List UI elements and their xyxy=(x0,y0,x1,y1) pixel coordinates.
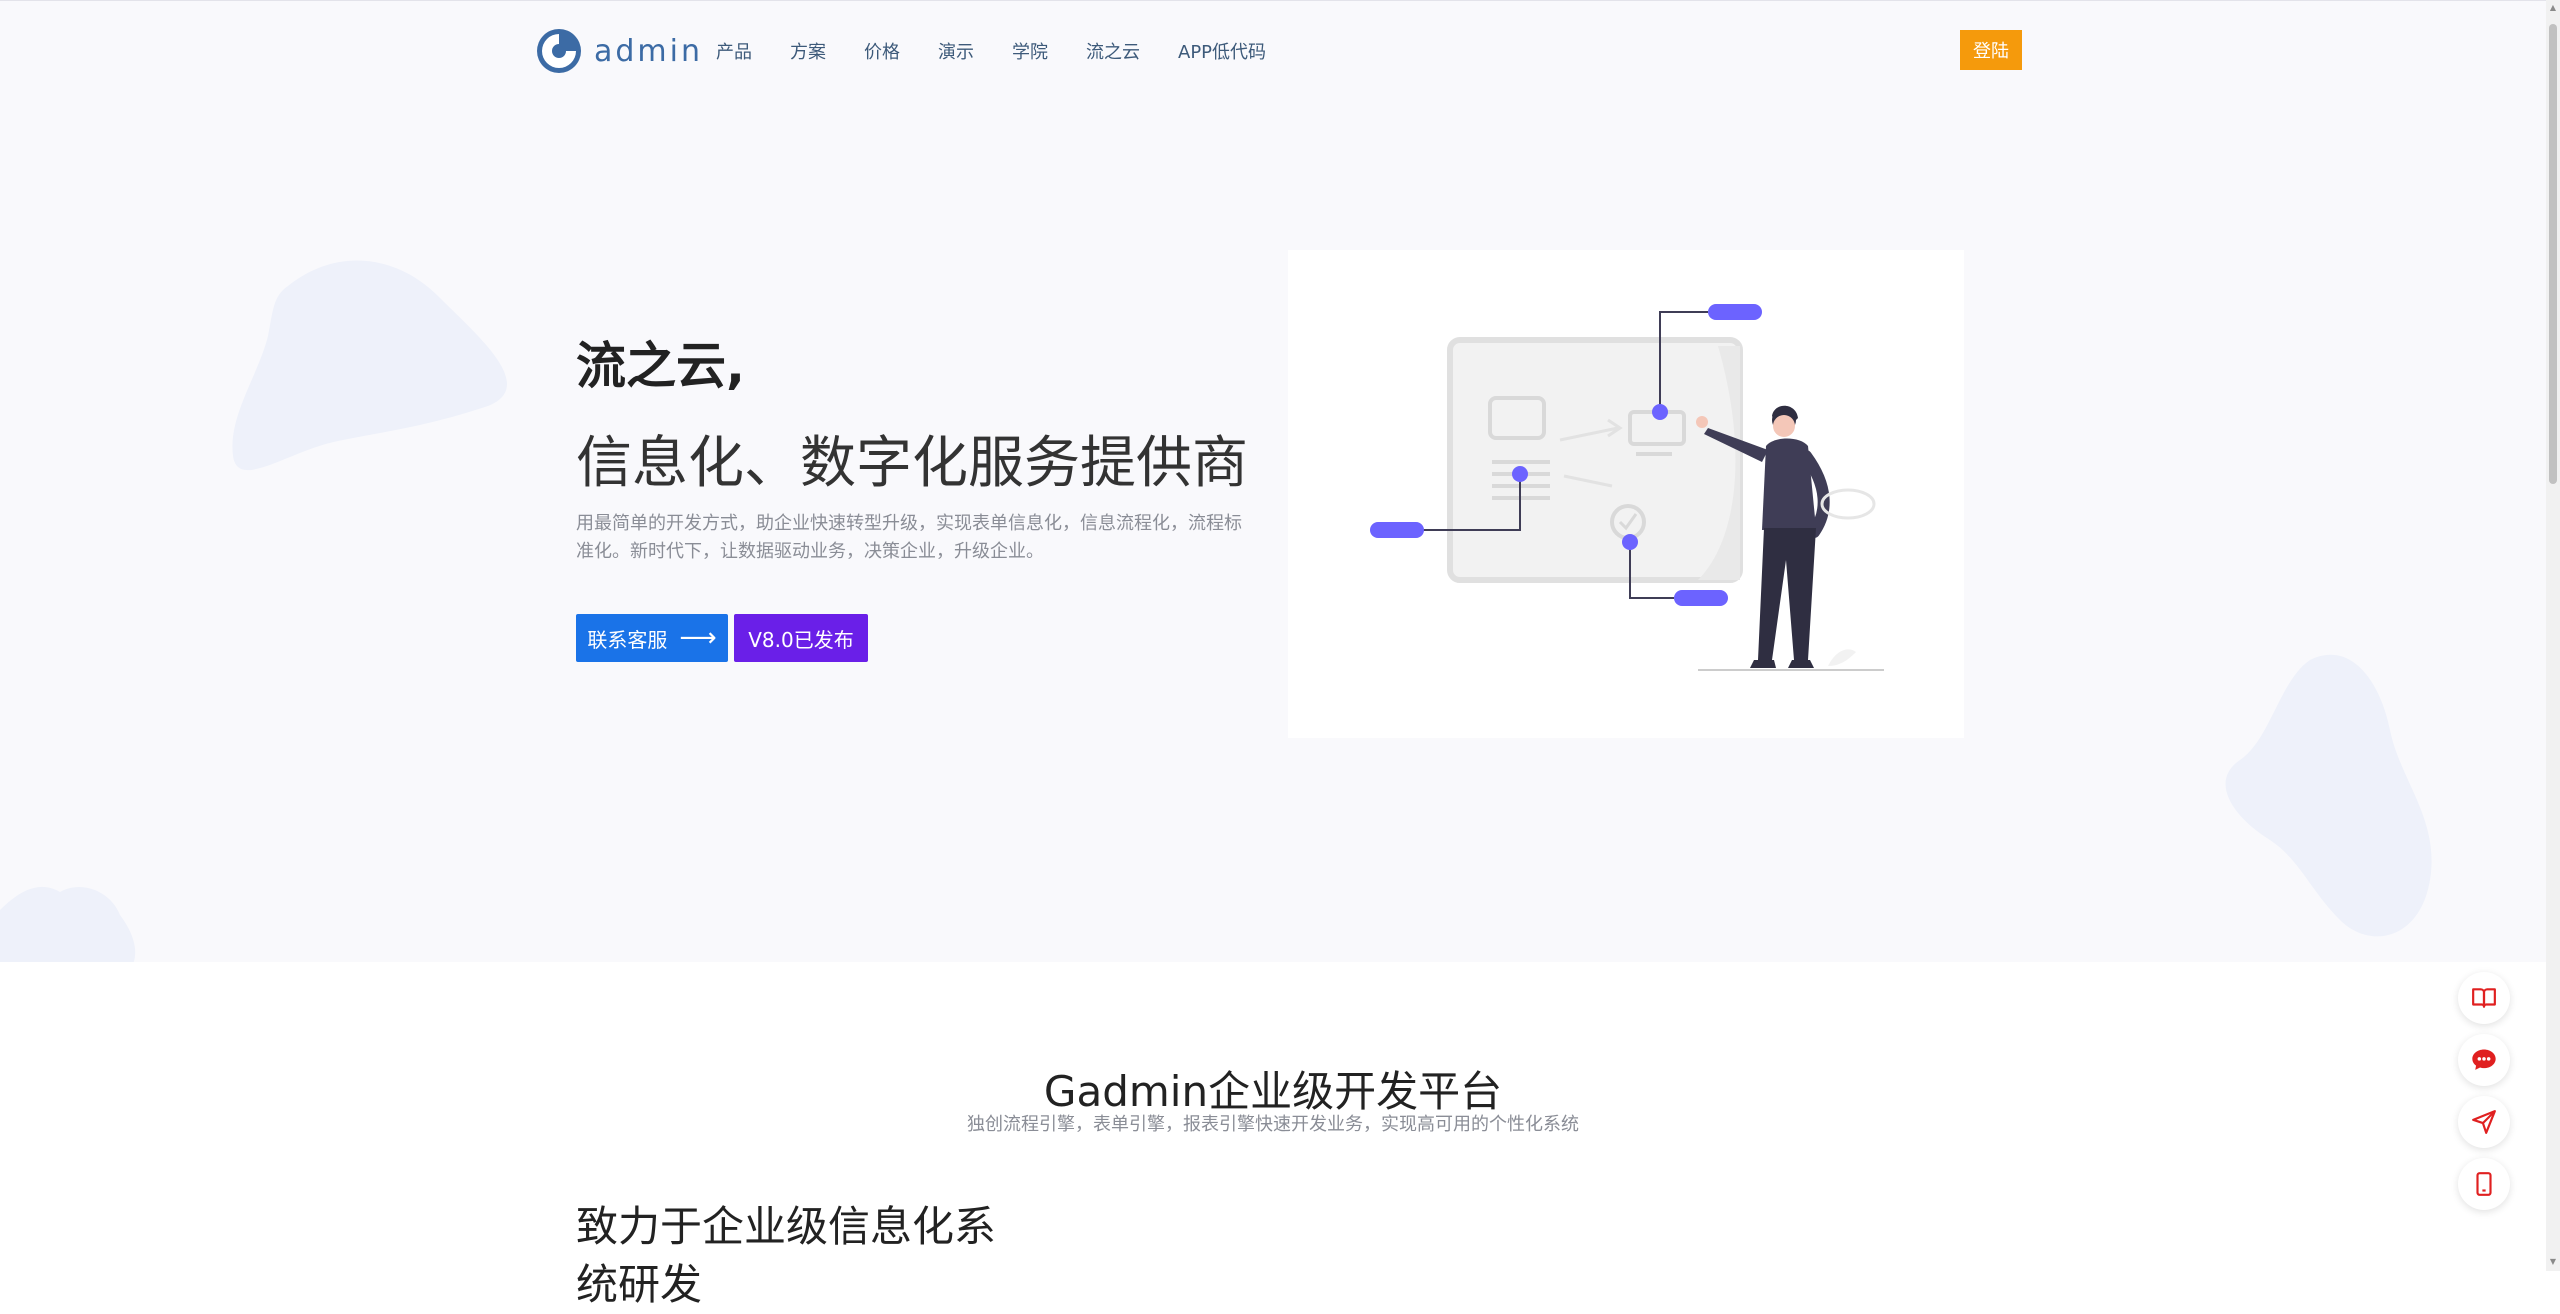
nav-item-app-lowcode[interactable]: APP低代码 xyxy=(1178,42,1267,63)
scrollbar-thumb[interactable] xyxy=(2549,24,2557,484)
feature-title: 致力于企业级信息化系统研发 xyxy=(576,1202,997,1309)
nav-item-academy[interactable]: 学院 xyxy=(1012,42,1048,63)
nav-item-pricing[interactable]: 价格 xyxy=(864,42,900,63)
book-icon xyxy=(2472,988,2496,1008)
nav-item-demo[interactable]: 演示 xyxy=(938,42,974,63)
login-button[interactable]: 登陆 xyxy=(1960,30,2022,70)
hero-subtitle: 信息化、数字化服务提供商 xyxy=(576,431,1248,496)
decorative-blob-right xyxy=(2225,654,2432,937)
mobile-tool-button[interactable] xyxy=(2458,1158,2510,1210)
hero-section: admin 产品 方案 价格 演示 学院 流之云 APP低代码 登陆 流之云, … xyxy=(0,0,2546,962)
decorative-blob-left xyxy=(232,260,508,471)
section-subtitle: 独创流程引擎，表单引擎，报表引擎快速开发业务，实现高可用的个性化系统 xyxy=(967,1114,1579,1135)
vertical-scrollbar[interactable]: ▲ ▼ xyxy=(2546,0,2560,1271)
hero-illustration xyxy=(1288,250,1964,738)
nav-item-liuzhiyun[interactable]: 流之云 xyxy=(1086,42,1140,63)
chat-tool-button[interactable] xyxy=(2458,1034,2510,1086)
floating-toolbar xyxy=(2458,972,2510,1220)
hero-description: 用最简单的开发方式，助企业快速转型升级，实现表单信息化，信息流程化，流程标准化。… xyxy=(576,513,1242,562)
nav-item-product[interactable]: 产品 xyxy=(716,42,752,63)
contact-service-button[interactable]: 联系客服 ⟶ xyxy=(576,614,728,662)
send-tool-button[interactable] xyxy=(2458,1096,2510,1148)
hero-title: 流之云, xyxy=(576,337,745,395)
mobile-icon xyxy=(2476,1172,2492,1196)
scroll-up-icon[interactable]: ▲ xyxy=(2549,3,2557,12)
arrow-right-icon: ⟶ xyxy=(679,623,717,653)
contact-service-label: 联系客服 xyxy=(587,627,668,652)
logo[interactable]: admin xyxy=(536,24,703,78)
book-tool-button[interactable] xyxy=(2458,972,2510,1024)
logo-icon xyxy=(537,29,581,73)
scroll-down-icon[interactable]: ▼ xyxy=(2549,1257,2557,1266)
main-nav: 产品 方案 价格 演示 学院 流之云 APP低代码 xyxy=(716,24,1304,78)
nav-item-solution[interactable]: 方案 xyxy=(790,42,826,63)
logo-text: admin xyxy=(594,33,703,69)
top-divider xyxy=(0,0,2546,1)
send-icon xyxy=(2472,1110,2496,1134)
section-title: Gadmin企业级开发平台 xyxy=(1043,1067,1503,1116)
release-button[interactable]: V8.0已发布 xyxy=(734,614,868,662)
chat-icon xyxy=(2472,1049,2496,1070)
decorative-blob-bottom-left xyxy=(0,886,136,962)
top-navbar: admin 产品 方案 价格 演示 学院 流之云 APP低代码 登陆 xyxy=(536,24,2022,78)
presentation-illustration xyxy=(1370,304,1884,671)
